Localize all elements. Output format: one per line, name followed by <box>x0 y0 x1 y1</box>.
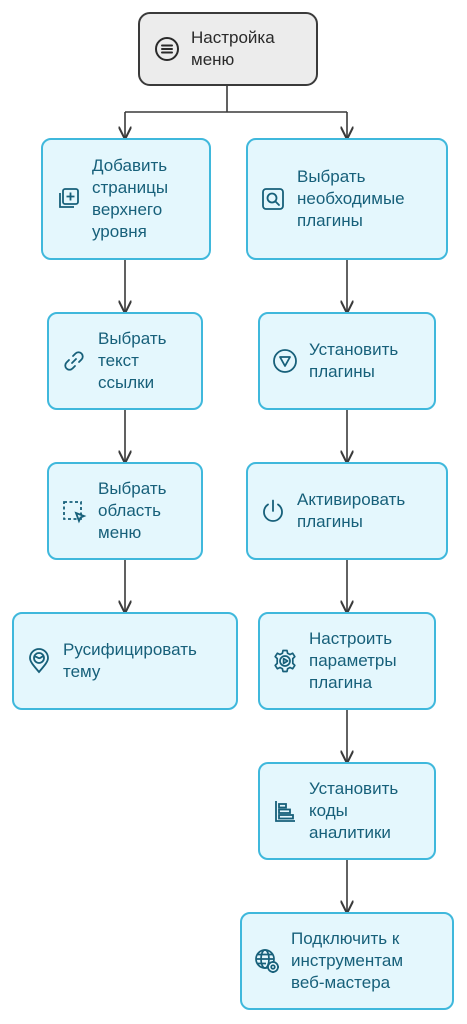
area-select-icon <box>59 496 89 526</box>
step-label: Русифицировать тему <box>63 640 197 681</box>
power-icon <box>258 496 288 526</box>
connector-root-split <box>125 86 347 113</box>
install-icon <box>270 346 300 376</box>
root-node[interactable]: Настройка меню <box>138 12 318 86</box>
bar-chart-icon <box>270 796 300 826</box>
step-label: Добавить страницы верхнего уровня <box>92 156 169 241</box>
step-label: Активировать плагины <box>297 490 406 531</box>
step-install-plugins[interactable]: Установить плагины <box>258 312 436 410</box>
step-russify-theme[interactable]: Русифицировать тему <box>12 612 238 710</box>
step-label: Выбрать текст ссылки <box>98 329 167 392</box>
link-icon <box>59 346 89 376</box>
step-choose-plugins[interactable]: Выбрать необходимые плагины <box>246 138 448 260</box>
step-label: Подключить к инструментам веб-мастера <box>291 929 404 992</box>
step-activate-plugins[interactable]: Активировать плагины <box>246 462 448 560</box>
root-label: Настройка меню <box>191 28 275 69</box>
search-icon <box>258 184 288 214</box>
step-label: Выбрать область меню <box>98 479 167 542</box>
step-configure-plugin[interactable]: Настроить параметры плагина <box>258 612 436 710</box>
step-label: Выбрать необходимые плагины <box>297 167 405 230</box>
step-label: Настроить параметры плагина <box>309 629 397 692</box>
step-install-analytics[interactable]: Установить коды аналитики <box>258 762 436 860</box>
step-connect-webmaster-tools[interactable]: Подключить к инструментам веб-мастера <box>240 912 454 1010</box>
step-add-top-pages[interactable]: Добавить страницы верхнего уровня <box>41 138 211 260</box>
add-pages-icon <box>53 184 83 214</box>
gear-play-icon <box>270 646 300 676</box>
step-label: Установить коды аналитики <box>309 779 399 842</box>
menu-lines-icon <box>152 34 182 64</box>
globe-pin-icon <box>24 646 54 676</box>
step-choose-link-text[interactable]: Выбрать текст ссылки <box>47 312 203 410</box>
globe-gear-icon <box>252 946 282 976</box>
step-choose-menu-area[interactable]: Выбрать область меню <box>47 462 203 560</box>
step-label: Установить плагины <box>309 340 399 381</box>
